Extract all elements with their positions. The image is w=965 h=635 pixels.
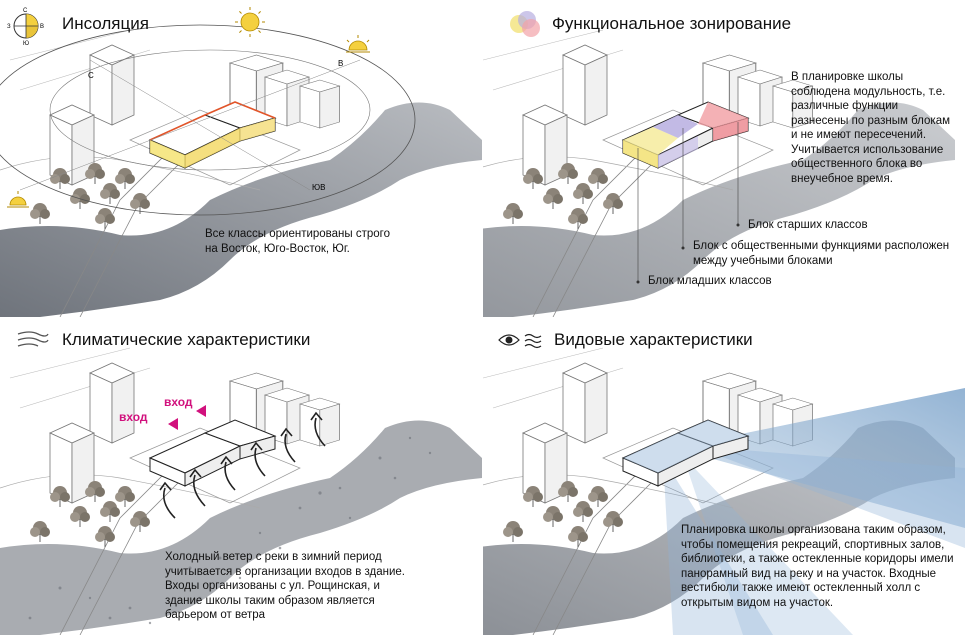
senior-block [698,102,748,128]
compass-w: З [7,24,11,30]
panel-zoning: Функциональное зонирование В планировке … [483,0,965,317]
label-junior-block: Блок младших классов [648,275,772,287]
junior-block-roof [623,127,678,155]
views-scene [483,318,965,635]
views-description: Планировка школы организована таким обра… [681,524,954,609]
panel-insolation: С В ЮВ С Ю З [0,0,482,317]
panel-title-climate: Климатические характеристики [62,330,311,349]
sunlit-facade [185,128,240,168]
compass-icon: С Ю З В [7,8,44,46]
sunlit-facade [150,140,185,168]
compass-e: В [40,24,44,30]
sun-path-label-ne: В [338,59,343,68]
zoning-scene [483,0,955,317]
label-senior-block: Блок старших классов [748,219,868,231]
junior-block [623,140,658,168]
climate-scene [0,318,482,635]
view-cone-site [663,458,773,635]
public-block [653,115,698,138]
sunrise-icon [346,35,370,53]
eye-view-icon [498,333,542,349]
zoning-description: В планировке школы соблюдена модульность… [791,71,951,185]
view-cone-river [693,446,965,548]
compass-n: С [23,8,28,14]
sunset-icon [7,191,29,208]
view-cone-river [673,388,965,528]
sun-path [0,24,416,216]
entry-label-2: вход [164,395,193,409]
public-block-facade [658,136,698,168]
senior-block-facade [713,118,748,141]
sun-path-label-nw: С [88,71,94,80]
sunlit-facade [240,118,275,141]
entry-marker [168,418,178,430]
panel-climate: Климатические характеристики вход вход Х… [0,318,482,635]
entry-label-1: вход [119,410,148,424]
panel-title-zoning: Функциональное зонирование [552,14,792,33]
sun-path-label-se: ЮВ [312,183,325,192]
wind-icon [17,331,49,347]
panel-title-insolation: Инсоляция [62,14,149,33]
insolation-description: Все классы ориентированы строго на Восто… [205,228,391,255]
venn-zoning-icon [510,11,540,37]
panel-title-views: Видовые характеристики [554,330,753,349]
compass-s: Ю [23,41,29,46]
entry-marker [196,405,206,417]
panel-views: Видовые характеристики Планировка школы … [483,318,965,635]
wind-arrows [159,411,326,519]
oriented-classes-outline [149,101,276,141]
climate-description: Холодный ветер с реки в зимний период уч… [165,551,405,621]
label-public-block: Блок с общественными функциями расположе… [693,240,950,267]
sun-icon [235,7,265,37]
insolation-scene: С В ЮВ [0,7,482,317]
view-cone-site [683,456,853,635]
